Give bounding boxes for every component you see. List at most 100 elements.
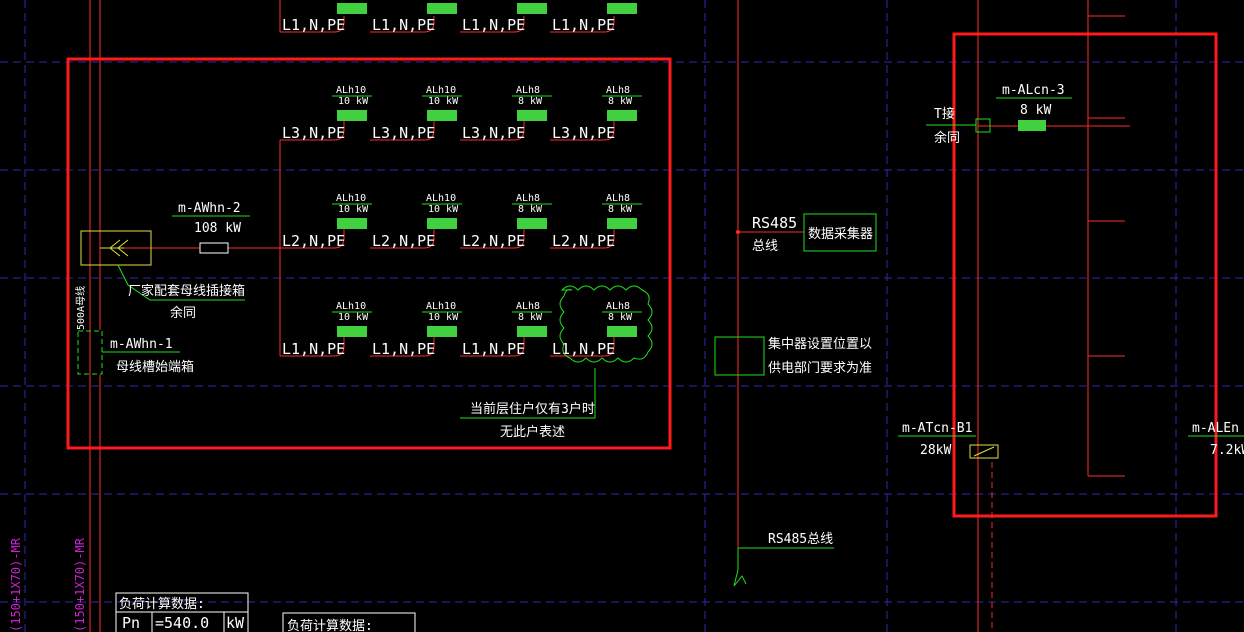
phase-label: L1,N,PE: [462, 340, 525, 358]
alen-power: 7.2kW: [1210, 443, 1244, 458]
rs485-riser: RS485 总线 数据采集器 集中器设置位置以 供电部门要求为准 RS485总线: [714, 0, 877, 587]
meter-name: ALh8: [606, 193, 630, 204]
phase-label: L1,N,PE: [552, 340, 615, 358]
meter-power: 10 kW: [338, 312, 369, 323]
meter-name: ALh10: [426, 301, 456, 312]
phase-label: L1,N,PE: [462, 16, 525, 34]
meter-symbol: [517, 110, 547, 121]
busway-end-label: 母线槽始端箱: [116, 359, 194, 375]
alcn3-meter: [1018, 120, 1046, 131]
busway-vertical-label: 500A母线: [74, 286, 87, 330]
floor-frame-right: [952, 32, 1218, 518]
floor-frame-left: [66, 57, 672, 450]
meter-symbol: [337, 326, 367, 337]
meter-name: ALh8: [516, 85, 540, 96]
phase-label: L2,N,PE: [462, 232, 525, 250]
feeder-awhn2: m-AWhn-2 108 kW: [172, 201, 250, 254]
cloud-note: 当前层住户仅有3户时 无此户表述: [460, 285, 653, 440]
concentrator-note-line1: 集中器设置位置以: [768, 336, 872, 352]
meter-power: 8 kW: [518, 96, 543, 107]
phase-label: L3,N,PE: [552, 124, 615, 142]
load-table-1-value: =540.0: [155, 614, 209, 632]
meter-symbol: [607, 3, 637, 14]
tjoin-line2: 余同: [934, 130, 960, 146]
meter-power: 8 kW: [518, 312, 543, 323]
atcn-power: 28kW: [920, 443, 951, 458]
load-table-1-title: 负荷计算数据:: [119, 597, 205, 612]
rs485-top-label: RS485: [752, 214, 797, 232]
earth-symbol: [733, 548, 747, 587]
load-table-2-title: 负荷计算数据:: [287, 619, 373, 632]
feeder-awhn2-name: m-AWhn-2: [178, 201, 241, 216]
meter-power: 10 kW: [428, 312, 459, 323]
meter-symbol: [427, 110, 457, 121]
phase-label: L2,N,PE: [552, 232, 615, 250]
meter-symbol: [607, 218, 637, 229]
meter-name: ALh10: [336, 301, 366, 312]
phase-label: L2,N,PE: [372, 232, 435, 250]
rs485-bottom-label: RS485总线: [768, 532, 833, 547]
data-collector-label: 数据采集器: [808, 226, 873, 242]
meter-symbol: [607, 326, 637, 337]
meter-symbol: [607, 110, 637, 121]
rs485-top-sub: 总线: [752, 239, 778, 254]
meter-power: 8 kW: [608, 96, 633, 107]
busway-end-name: m-AWhn-1: [110, 337, 173, 352]
meter-power: 8 kW: [518, 204, 543, 215]
fuse-symbol: [199, 242, 229, 254]
data-collector-box: [803, 213, 877, 252]
phase-label: L3,N,PE: [282, 124, 345, 142]
phase-label: L3,N,PE: [372, 124, 435, 142]
meter-power: 10 kW: [428, 96, 459, 107]
load-table-1: 负荷计算数据: Pn =540.0 kW: [115, 592, 249, 632]
cable-label-1: (150+1X70)-MR: [9, 537, 23, 632]
meter-name: ALh8: [606, 85, 630, 96]
feeder-awhn2-power: 108 kW: [194, 221, 241, 236]
meter-symbol: [337, 218, 367, 229]
meter-symbol: [337, 110, 367, 121]
meter-power: 8 kW: [608, 204, 633, 215]
phase-label: L2,N,PE: [282, 232, 345, 250]
phase-label: L3,N,PE: [462, 124, 525, 142]
phase-label: L1,N,PE: [372, 340, 435, 358]
plugbox-label: 厂家配套母线插接箱: [128, 283, 245, 299]
load-table-1-symbol: Pn: [122, 614, 140, 632]
meter-symbol: [517, 326, 547, 337]
meter-symbol: [517, 3, 547, 14]
meter-name: ALh8: [516, 193, 540, 204]
meter-power: 10 kW: [428, 204, 459, 215]
phase-label: L1,N,PE: [282, 340, 345, 358]
tjoin-line1: T接: [934, 106, 955, 122]
meter-name: ALh8: [606, 301, 630, 312]
plugbox: 厂家配套母线插接箱 余同: [80, 230, 245, 321]
busway-end: m-AWhn-1 母线槽始端箱: [77, 330, 194, 375]
meter-symbol: [337, 3, 367, 14]
phase-label: L1,N,PE: [552, 16, 615, 34]
cloud-note-line2: 无此户表述: [500, 424, 565, 440]
meter-name: ALh10: [336, 193, 366, 204]
busway-riser: [89, 0, 101, 632]
alen-name: m-ALEn: [1192, 421, 1239, 436]
concentrator-note-line2: 供电部门要求为准: [768, 361, 872, 376]
load-table-1-unit: kW: [226, 614, 245, 632]
alcn3-name: m-ALcn-3: [1002, 83, 1065, 98]
concentrator-box: [714, 336, 765, 376]
meter-symbol: [427, 326, 457, 337]
meter-power: 10 kW: [338, 204, 369, 215]
meter-symbol: [427, 3, 457, 14]
atcn-name: m-ATcn-B1: [902, 421, 972, 436]
cloud-note-line1: 当前层住户仅有3户时: [470, 401, 595, 417]
atcn-breaker: [969, 444, 999, 459]
